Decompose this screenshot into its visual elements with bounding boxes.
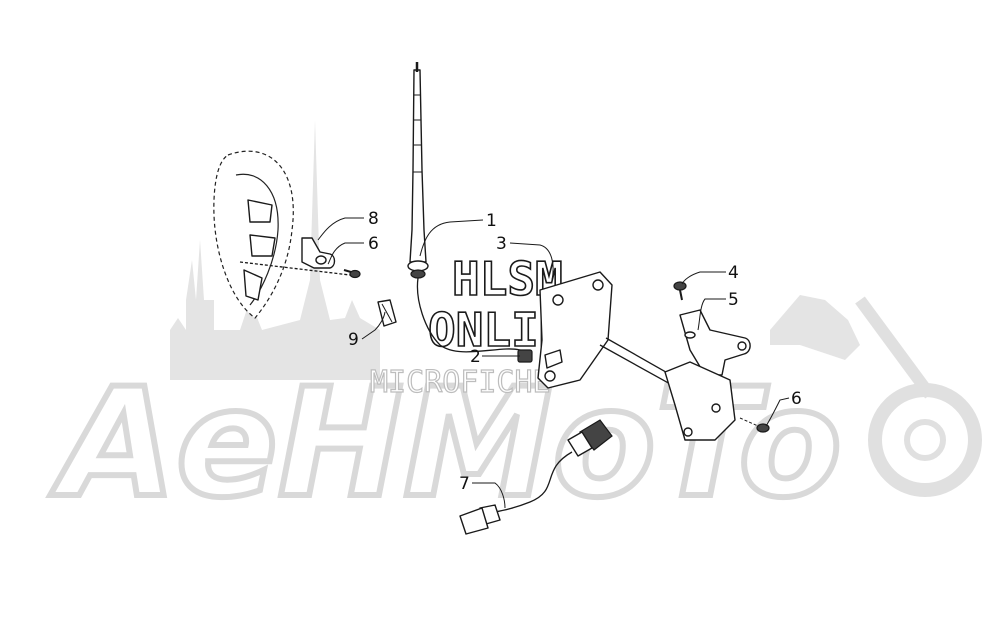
part-mounting-plate bbox=[664, 309, 751, 441]
part-connector bbox=[517, 349, 533, 363]
callout-6-right: 6 bbox=[791, 389, 802, 409]
part-antenna-mount-bracket bbox=[239, 237, 351, 276]
watermark-line-microfiche: MICROFICHE bbox=[370, 365, 551, 400]
callout-8: 8 bbox=[368, 209, 379, 229]
callout-7: 7 bbox=[459, 474, 470, 494]
callout-1: 1 bbox=[486, 211, 497, 231]
background-watermark-art: AeHMoTo bbox=[47, 120, 982, 534]
callout-5: 5 bbox=[728, 290, 739, 310]
motorcycle-wheel-silhouette bbox=[868, 383, 982, 497]
skyline-silhouette bbox=[170, 120, 380, 380]
part-antenna-bracket bbox=[537, 271, 613, 389]
motorcycle-fork-silhouette bbox=[855, 296, 935, 399]
motorcycle-hub-silhouette bbox=[904, 419, 946, 461]
callout-2: 2 bbox=[470, 347, 481, 367]
leader-lines bbox=[317, 217, 790, 509]
brand-watermark: AeHMoTo bbox=[50, 357, 842, 531]
part-screw-left bbox=[343, 269, 361, 279]
part-bolt-top bbox=[673, 281, 696, 339]
callout-9: 9 bbox=[348, 330, 359, 350]
part-headlight-housing bbox=[213, 150, 294, 319]
callout-4: 4 bbox=[728, 263, 739, 283]
callout-3: 3 bbox=[496, 234, 507, 254]
part-wiring-harness bbox=[459, 419, 613, 535]
callout-6-left: 6 bbox=[368, 234, 379, 254]
callout-labels: 1 2 3 4 5 6 6 7 8 9 bbox=[348, 209, 802, 494]
motorcycle-tank-silhouette bbox=[770, 295, 860, 360]
